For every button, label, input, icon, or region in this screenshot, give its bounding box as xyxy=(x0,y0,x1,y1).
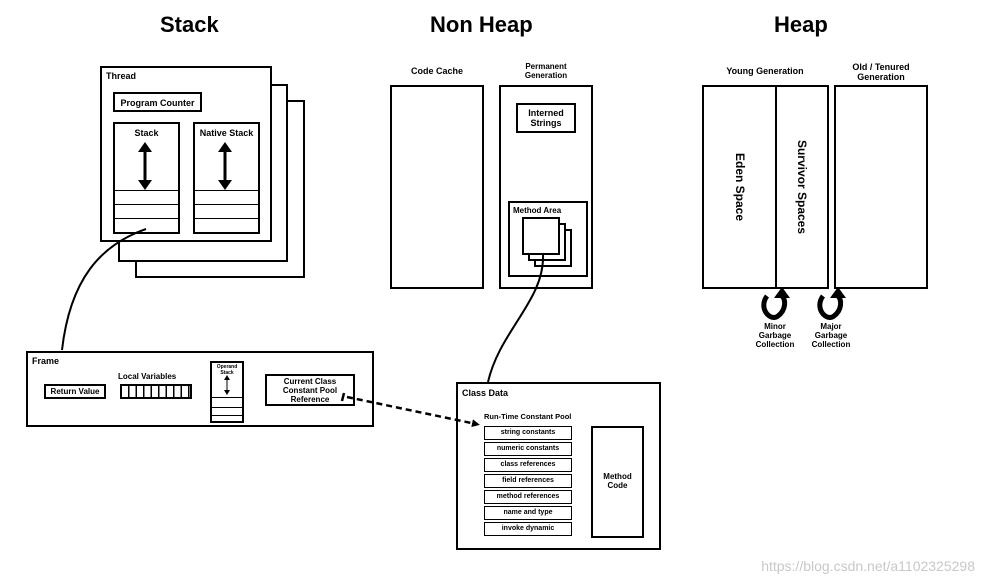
major-gc-arrow-icon xyxy=(817,287,846,320)
survivor-spaces-label: Survivor Spaces xyxy=(795,139,809,235)
native-stack-box: Native Stack xyxy=(193,122,260,234)
program-counter-label: Program Counter xyxy=(120,98,195,108)
code-cache-label: Code Cache xyxy=(410,66,463,76)
heap-heading: Heap xyxy=(774,12,828,37)
stack-heading: Stack xyxy=(160,12,219,37)
local-variables-label: Local Variables xyxy=(118,372,177,381)
constant-pool-reference-box: Current Class Constant Pool Reference xyxy=(265,374,355,406)
pool-item: string constants xyxy=(484,426,572,440)
operand-stack-box: Operand Stack xyxy=(210,361,244,423)
interned-strings-box: Interned Strings xyxy=(516,103,576,133)
method-area-box: Method Area xyxy=(508,201,588,277)
pool-item: field references xyxy=(484,474,572,488)
young-generation-label: Young Generation xyxy=(726,66,804,76)
operand-stack-label: Operand Stack xyxy=(216,364,238,376)
local-variables-array xyxy=(120,384,192,399)
permanent-generation-box: Interned Strings Method Area xyxy=(499,85,593,289)
return-value-box: Return Value xyxy=(44,384,106,399)
interned-strings-label: Interned Strings xyxy=(528,108,564,129)
runtime-constant-pool-label: Run-Time Constant Pool xyxy=(484,412,572,421)
java-stack-label: Stack xyxy=(134,128,159,138)
pool-item: invoke dynamic xyxy=(484,522,572,536)
thread-label: Thread xyxy=(106,71,137,81)
young-generation-box xyxy=(702,85,829,289)
class-stack-card-1 xyxy=(522,217,560,255)
pool-item: method references xyxy=(484,490,572,504)
watermark: https://blog.csdn.net/a1102325298 xyxy=(761,558,975,574)
java-stack-box: Stack xyxy=(113,122,180,234)
class-data-label: Class Data xyxy=(462,388,509,398)
program-counter-box: Program Counter xyxy=(113,92,202,112)
non-heap-heading: Non Heap xyxy=(430,12,533,37)
constant-pool-reference-label: Current Class Constant Pool Reference xyxy=(282,377,338,405)
major-gc-label: Major Garbage Collection xyxy=(811,322,851,350)
old-generation-box xyxy=(834,85,928,289)
minor-gc-label: Minor Garbage Collection xyxy=(755,322,795,350)
frame-label: Frame xyxy=(32,356,60,366)
native-stack-label: Native Stack xyxy=(199,128,254,138)
method-area-label: Method Area xyxy=(513,206,562,215)
permanent-generation-label: Permanent Generation xyxy=(524,62,568,81)
class-data-box: Class Data Run-Time Constant Pool string… xyxy=(456,382,661,550)
runtime-constant-pool: string constants numeric constants class r… xyxy=(484,426,572,538)
pool-item: numeric constants xyxy=(484,442,572,456)
old-generation-label: Old / Tenured Generation xyxy=(852,62,910,83)
pool-item: class references xyxy=(484,458,572,472)
pool-item: name and type xyxy=(484,506,572,520)
minor-gc-arrow-icon xyxy=(761,287,790,320)
method-code-box: Method Code xyxy=(591,426,644,538)
return-value-label: Return Value xyxy=(50,387,100,396)
thread-box: Thread Program Counter Stack Native Stac… xyxy=(100,66,272,242)
method-code-label: Method Code xyxy=(603,472,632,491)
code-cache-box xyxy=(390,85,484,289)
eden-space-label: Eden Space xyxy=(733,152,747,222)
frame-box: Frame Return Value Local Variables Opera… xyxy=(26,351,374,427)
